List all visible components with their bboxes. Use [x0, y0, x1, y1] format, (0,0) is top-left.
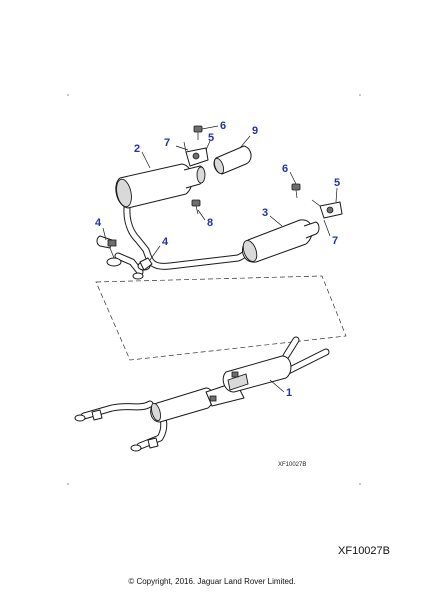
bolt-middle [191, 199, 201, 215]
callout-5-right: 5 [334, 177, 340, 189]
center-silencer [241, 219, 320, 263]
callout-1: 1 [286, 387, 292, 399]
callout-4-right: 4 [162, 236, 169, 248]
callout-6-right: 6 [282, 163, 288, 175]
projection-frame [95, 275, 347, 361]
tail-pipe-trim [213, 145, 252, 175]
callout-9: 9 [252, 125, 258, 137]
callout-6-upper: 6 [220, 120, 226, 132]
callout-7-upper: 7 [164, 137, 170, 149]
callout-4-left: 4 [95, 217, 102, 229]
callout-8: 8 [207, 217, 213, 229]
tail-outlet [132, 272, 144, 280]
upper-assembly [96, 125, 343, 280]
figure-reference-code: XF10027B [338, 545, 390, 557]
rear-silencer [115, 163, 206, 209]
registration-marks [67, 94, 361, 485]
bolt-upper [193, 125, 203, 140]
callout-leaders [102, 125, 338, 261]
drawing-code: XF10027B [278, 462, 306, 468]
hanger-clamp-left [96, 235, 122, 267]
callout-5-upper: 5 [208, 132, 214, 144]
hanger-clamp-right [137, 257, 153, 271]
callout-7-right: 7 [332, 235, 338, 247]
callout-3: 3 [262, 207, 268, 219]
mounting-bracket-right [311, 199, 343, 219]
callout-labels: 2 3 4 4 6 7 5 9 8 6 5 7 1 [95, 120, 340, 399]
bolt-right [291, 183, 301, 199]
complete-exhaust-system [74, 336, 330, 452]
mounting-bracket-upper [183, 141, 209, 167]
callout-2: 2 [134, 143, 140, 155]
copyright-notice: © Copyright, 2016. Jaguar Land Rover Lim… [128, 577, 296, 586]
